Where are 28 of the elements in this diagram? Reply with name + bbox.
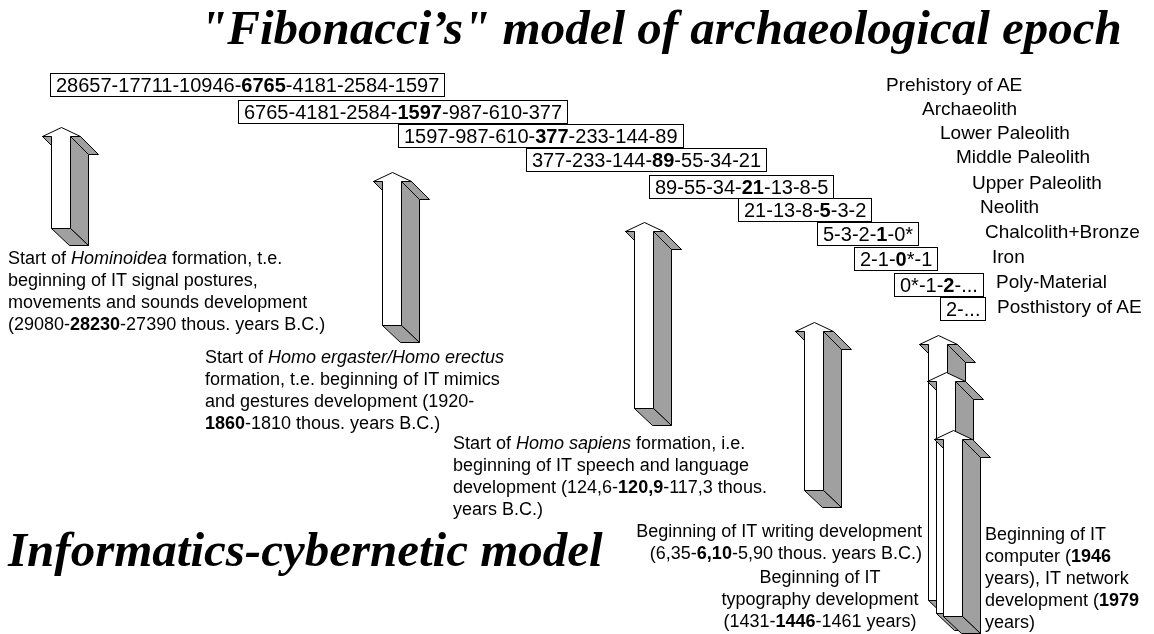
epoch-label: Prehistory of AE: [886, 74, 1023, 96]
milestone-description: Start of Homo ergaster/Homo erectus formation, t.e. beginning of IT mimics and gestures development (1920-1860-1810 thous. years B.C.): [205, 346, 506, 434]
title: "Fibonacci’s" model of archaeological epoch: [200, 0, 1122, 56]
epoch-label: Poly-Material: [996, 271, 1107, 293]
milestone-description: Start of Homo sapiens formation, i.e. beginning of IT speech and language development (124,6-120,9-117,3 thous. years B.C.): [453, 432, 768, 520]
sequence-box: 21-13-8-5-3-2: [738, 198, 873, 222]
sequence-box: 28657-17711-10946-6765-4181-2584-1597: [50, 73, 446, 97]
milestone-description: Beginning of IT writing development (6,35-6,10-5,90 thous. years B.C.): [635, 520, 922, 564]
sequence-box: 2-...: [940, 297, 987, 321]
sequence-box: 89-55-34-21-13-8-5: [649, 175, 835, 199]
sequence-box: 2-1-0*-1: [854, 247, 939, 271]
sequence-box: 377-233-144-89-55-34-21: [526, 148, 768, 172]
sequence-box: 1597-987-610-377-233-144-89: [398, 124, 684, 148]
milestone-description: Beginning of IT computer (1946 years), IT network development (1979 years): [985, 523, 1141, 633]
epoch-label: Middle Paleolith: [956, 146, 1091, 168]
epoch-label: Posthistory of AE: [997, 296, 1142, 318]
sequence-box: 6765-4181-2584-1597-987-610-377: [238, 100, 569, 124]
epoch-label: Iron: [992, 246, 1025, 268]
epoch-label: Chalcolith+Bronze: [985, 221, 1140, 243]
epoch-label: Lower Paleolith: [940, 122, 1070, 144]
sequence-box: 0*-1-2-...: [894, 273, 984, 297]
milestone-description: Start of Hominoidea formation, t.e. beginning of IT signal postures, movements and sounds development (29080-28230-27390 thous. years B.C.): [8, 247, 327, 335]
model-heading: Informatics-cybernetic model: [8, 522, 603, 578]
sequence-box: 5-3-2-1-0*: [817, 222, 920, 246]
epoch-label: Neolith: [980, 196, 1040, 218]
epoch-label: Upper Paleolith: [972, 172, 1102, 194]
milestone-description: Beginning of IT typography development (1431-1446-1461 years): [720, 566, 920, 632]
epoch-label: Archaeolith: [922, 98, 1018, 120]
